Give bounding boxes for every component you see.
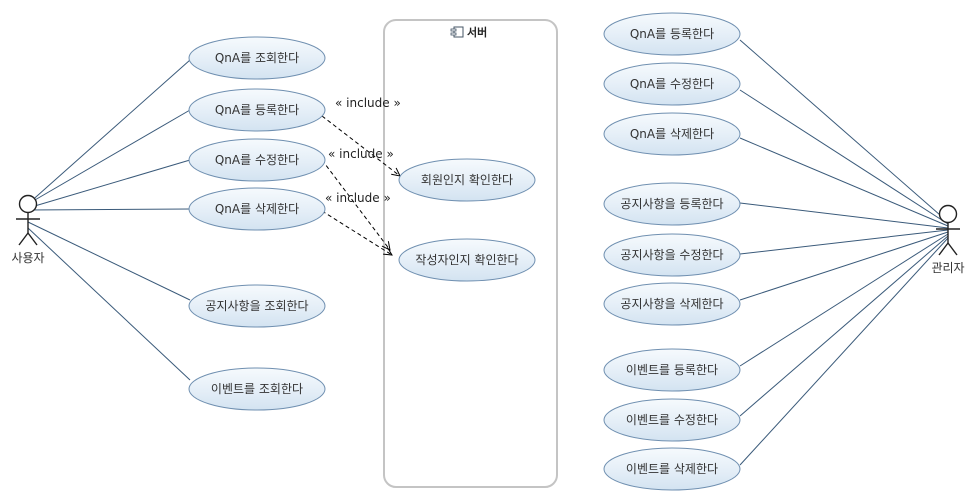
use-case-admin-event-delete[interactable]: 이벤트를 삭제한다: [603, 447, 741, 491]
association-line: [739, 39, 949, 223]
use-case-label: 공지사항을 삭제한다: [620, 297, 723, 311]
use-case-label: 공지사항을 수정한다: [620, 248, 723, 262]
use-case-label: QnA를 등록한다: [215, 103, 299, 117]
use-case-label: 작성자인지 확인한다: [415, 253, 518, 267]
use-case-admin-notice-delete[interactable]: 공지사항을 삭제한다: [603, 282, 741, 326]
association-line: [739, 233, 949, 367]
actor-admin[interactable]: [936, 204, 960, 256]
association-line: [27, 221, 191, 301]
use-case-qna-register[interactable]: QnA를 등록한다: [188, 88, 326, 132]
association-line: [739, 237, 949, 466]
use-case-label: QnA를 조회한다: [215, 51, 299, 65]
use-case-label: 회원인지 확인한다: [421, 173, 513, 187]
use-case-label: QnA를 수정한다: [215, 153, 299, 167]
use-case-event-view[interactable]: 이벤트를 조회한다: [188, 367, 326, 411]
use-case-label: QnA를 등록한다: [630, 27, 714, 41]
use-case-label: QnA를 삭제한다: [630, 127, 714, 141]
include-arrow: [321, 210, 392, 255]
use-case-qna-edit[interactable]: QnA를 수정한다: [188, 138, 326, 182]
association-line: [739, 229, 949, 255]
association-line: [27, 159, 191, 209]
use-case-label: 이벤트를 수정한다: [626, 413, 718, 427]
use-case-check-author[interactable]: 작성자인지 확인한다: [398, 238, 536, 282]
use-case-label: 이벤트를 삭제한다: [626, 462, 718, 476]
association-line: [739, 202, 949, 229]
association-line: [27, 227, 191, 381]
include-dependencies: [321, 115, 400, 255]
admin-associations: [739, 39, 949, 466]
association-line: [27, 109, 191, 205]
use-case-admin-notice-register[interactable]: 공지사항을 등록한다: [603, 182, 741, 226]
actor-head-icon: [18, 194, 38, 214]
actor-user[interactable]: [16, 194, 40, 246]
use-case-admin-event-edit[interactable]: 이벤트를 수정한다: [603, 398, 741, 442]
association-line: [739, 89, 949, 225]
use-case-label: QnA를 삭제한다: [215, 202, 299, 216]
actor-admin-label: 관리자: [931, 261, 964, 275]
use-case-qna-delete[interactable]: QnA를 삭제한다: [188, 187, 326, 231]
user-associations: [27, 59, 191, 381]
use-case-label: 공지사항을 등록한다: [620, 197, 723, 211]
use-case-qna-view[interactable]: QnA를 조회한다: [188, 36, 326, 80]
include-arrow: [321, 115, 400, 176]
include-arrow: [321, 159, 390, 250]
association-line: [27, 208, 191, 211]
use-case-admin-event-register[interactable]: 이벤트를 등록한다: [603, 348, 741, 392]
use-case-check-member[interactable]: 회원인지 확인한다: [398, 158, 536, 202]
include-label: « include »: [335, 96, 401, 110]
use-case-label: 이벤트를 등록한다: [626, 363, 718, 377]
use-case-label: QnA를 수정한다: [630, 77, 714, 91]
use-case-admin-qna-delete[interactable]: QnA를 삭제한다: [603, 112, 741, 156]
include-label: « include »: [325, 191, 391, 205]
association-line: [739, 231, 949, 301]
system-title: 서버: [467, 25, 487, 39]
association-line: [739, 235, 949, 417]
component-icon: [450, 26, 464, 38]
association-line: [27, 59, 191, 205]
use-case-label: 공지사항을 조회한다: [205, 299, 308, 313]
include-label: « include »: [328, 147, 394, 161]
actor-user-label: 사용자: [11, 251, 44, 265]
use-case-notice-view[interactable]: 공지사항을 조회한다: [188, 284, 326, 328]
association-line: [739, 137, 949, 227]
use-case-admin-qna-edit[interactable]: QnA를 수정한다: [603, 62, 741, 106]
actor-head-icon: [938, 204, 958, 224]
use-case-admin-notice-edit[interactable]: 공지사항을 수정한다: [603, 233, 741, 277]
use-case-admin-qna-register[interactable]: QnA를 등록한다: [603, 12, 741, 56]
use-case-label: 이벤트를 조회한다: [211, 382, 303, 396]
